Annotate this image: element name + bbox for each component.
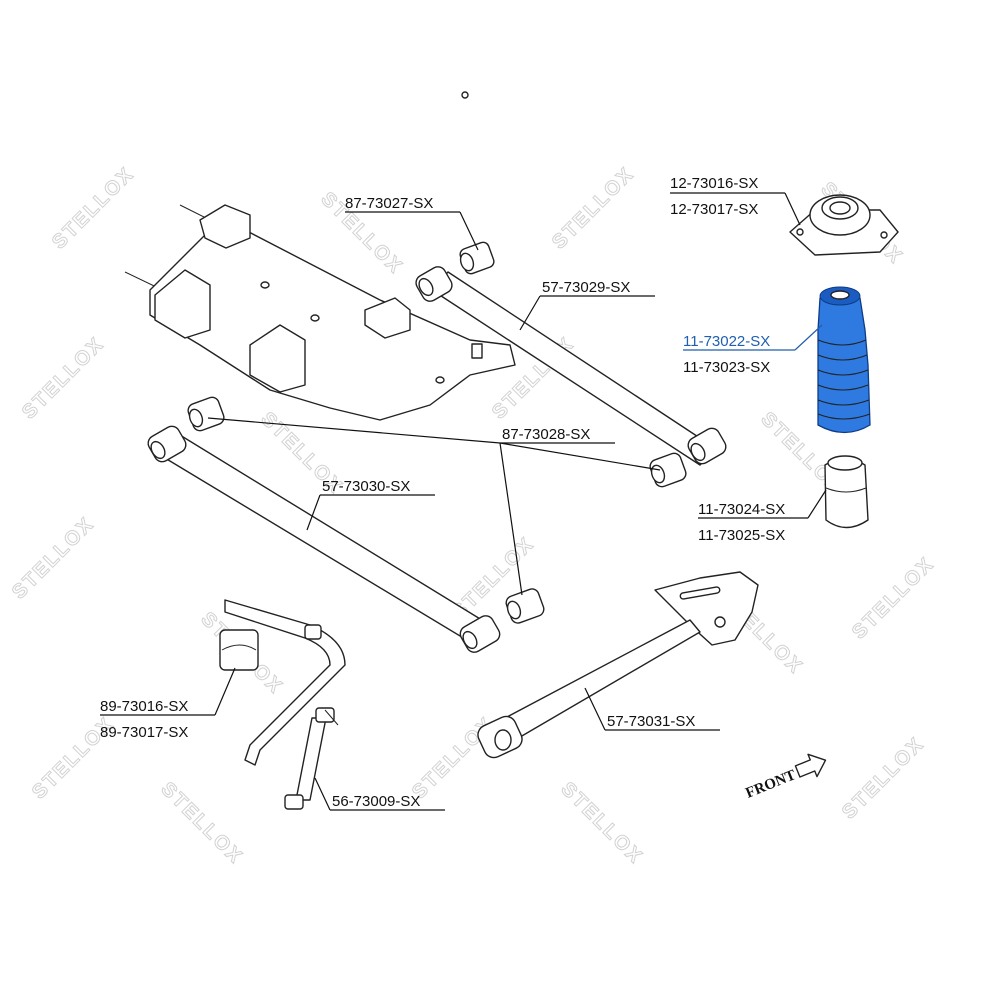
bushing-87-73028-a xyxy=(187,396,225,432)
control-arm-57-73029 xyxy=(415,266,727,466)
front-arrow-icon xyxy=(794,753,827,778)
front-indicator: FRONT xyxy=(744,753,827,802)
watermark-text: STELLOX xyxy=(156,778,247,869)
stabilizer-bar xyxy=(224,599,346,766)
label-11-73024[interactable]: 11-73024-SX xyxy=(698,501,785,518)
control-arm-57-73030 xyxy=(147,425,501,653)
watermark-text: STELLOX xyxy=(838,733,929,824)
stabilizer-bushing-89-73016 xyxy=(219,629,259,671)
watermark-text: STELLOX xyxy=(18,333,109,424)
label-57-73029[interactable]: 57-73029-SX xyxy=(542,279,630,296)
stabilizer-link-56-73009 xyxy=(284,707,339,810)
label-87-73028[interactable]: 87-73028-SX xyxy=(502,426,590,443)
strut-mount-12-73016 xyxy=(789,194,899,256)
front-label: FRONT xyxy=(744,767,799,802)
watermark-text: STELLOX xyxy=(848,553,939,644)
label-11-73025[interactable]: 11-73025-SX xyxy=(698,527,785,544)
bushing-87-73027 xyxy=(459,241,495,275)
part-labels: 87-73027-SX 57-73029-SX 87-73028-SX 57-7… xyxy=(100,175,785,810)
label-11-73022[interactable]: 11-73022-SX xyxy=(683,333,770,350)
label-89-73017[interactable]: 89-73017-SX xyxy=(100,724,188,741)
label-89-73016[interactable]: 89-73016-SX xyxy=(100,698,188,715)
label-11-73023[interactable]: 11-73023-SX xyxy=(683,359,770,376)
trailing-arm-57-73031 xyxy=(477,571,759,759)
watermark-text: STELLOX xyxy=(548,163,639,254)
rear-subframe xyxy=(124,91,516,421)
dust-boot-11-73022 xyxy=(817,286,871,434)
label-87-73027[interactable]: 87-73027-SX xyxy=(345,195,433,212)
label-56-73009[interactable]: 56-73009-SX xyxy=(332,793,420,810)
watermark-text: STELLOX xyxy=(8,513,99,604)
bushing-87-73028-b xyxy=(649,452,687,488)
label-12-73016[interactable]: 12-73016-SX xyxy=(670,175,758,192)
bump-stop-11-73024 xyxy=(824,455,869,529)
label-57-73031[interactable]: 57-73031-SX xyxy=(607,713,695,730)
watermark-text: STELLOX xyxy=(48,163,139,254)
watermark-text: STELLOX xyxy=(556,778,647,869)
label-57-73030[interactable]: 57-73030-SX xyxy=(322,478,410,495)
label-12-73017[interactable]: 12-73017-SX xyxy=(670,201,758,218)
bushing-87-73028-c xyxy=(505,588,545,624)
leader-lines xyxy=(100,192,827,811)
